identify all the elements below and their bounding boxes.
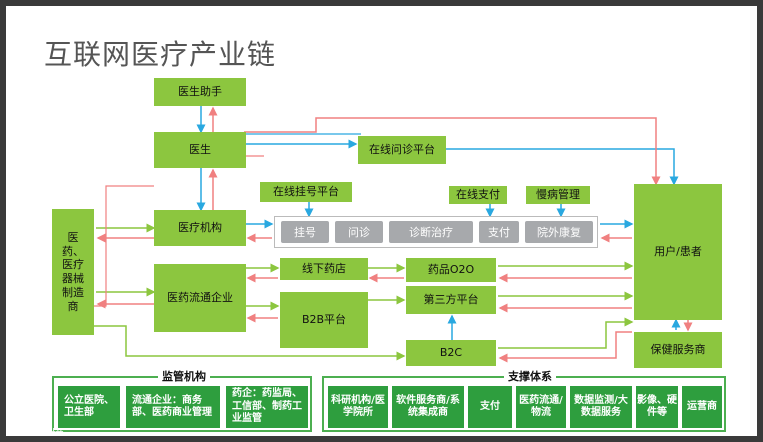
- service-diagnosis: 诊断治疗: [389, 221, 473, 243]
- support-payment: 支付: [468, 386, 512, 428]
- online-pay-node: 在线支付: [449, 186, 507, 204]
- b2c-node: B2C: [406, 340, 496, 366]
- page-title: 互联网医疗产业链: [44, 38, 277, 71]
- online-consult-node: 在线问诊平台: [358, 136, 446, 164]
- medical-institution-node: 医疗机构: [154, 210, 246, 246]
- regulators-title: 监管机构: [158, 368, 210, 384]
- chronic-management-node: 慢病管理: [526, 186, 590, 204]
- support-big-data: 数据监测/大数据服务: [570, 386, 632, 428]
- connector-arrows: [94, 106, 693, 363]
- third-party-platform-node: 第三方平台: [406, 286, 496, 314]
- regulator-hospital: 公立医院、卫生部: [58, 386, 120, 428]
- support-operator: 运营商: [682, 386, 722, 428]
- pharma-device-manufacturer-node: 医药、医疗器械制造商: [52, 209, 94, 335]
- support-panel: 科研机构/医学院所 软件服务商/系统集成商 支付 医药流通/物流 数据监测/大数…: [322, 376, 726, 432]
- regulators-panel: 公立医院、卫生部 流通企业：商务部、医药商业管理 药企：药监局、工信部、制药工业…: [52, 376, 312, 432]
- service-flow-band: 挂号 问诊 诊断治疗 支付 院外康复: [274, 216, 598, 248]
- doctor-node: 医生: [154, 132, 246, 168]
- service-register: 挂号: [281, 221, 329, 243]
- watermark-text: 大数跨境: [12, 428, 65, 436]
- regulator-distribution: 流通企业：商务部、医药商业管理: [126, 386, 220, 428]
- support-research: 科研机构/医学院所: [328, 386, 388, 428]
- health-service-node: 保健服务商: [634, 332, 722, 368]
- online-register-node: 在线挂号平台: [260, 182, 352, 202]
- support-title: 支撑体系: [504, 368, 556, 384]
- service-rehab: 院外康复: [525, 221, 593, 243]
- service-consult: 问诊: [335, 221, 383, 243]
- support-software: 软件服务商/系统集成商: [392, 386, 464, 428]
- drug-o2o-node: 药品O2O: [406, 258, 496, 282]
- b2b-platform-node: B2B平台: [280, 292, 368, 348]
- user-patient-node: 用户/患者: [634, 184, 722, 320]
- offline-pharmacy-node: 线下药店: [280, 258, 368, 280]
- doctor-assistant-node: 医生助手: [154, 78, 246, 106]
- service-pay: 支付: [479, 221, 519, 243]
- support-logistics: 医药流通/物流: [516, 386, 566, 428]
- slide: 互联网医疗产业链: [6, 6, 757, 436]
- support-imaging-hardware: 影像、硬件等: [636, 386, 678, 428]
- regulator-pharma: 药企：药监局、工信部、制药工业监管: [226, 386, 308, 428]
- pharma-distribution-node: 医药流通企业: [154, 264, 246, 332]
